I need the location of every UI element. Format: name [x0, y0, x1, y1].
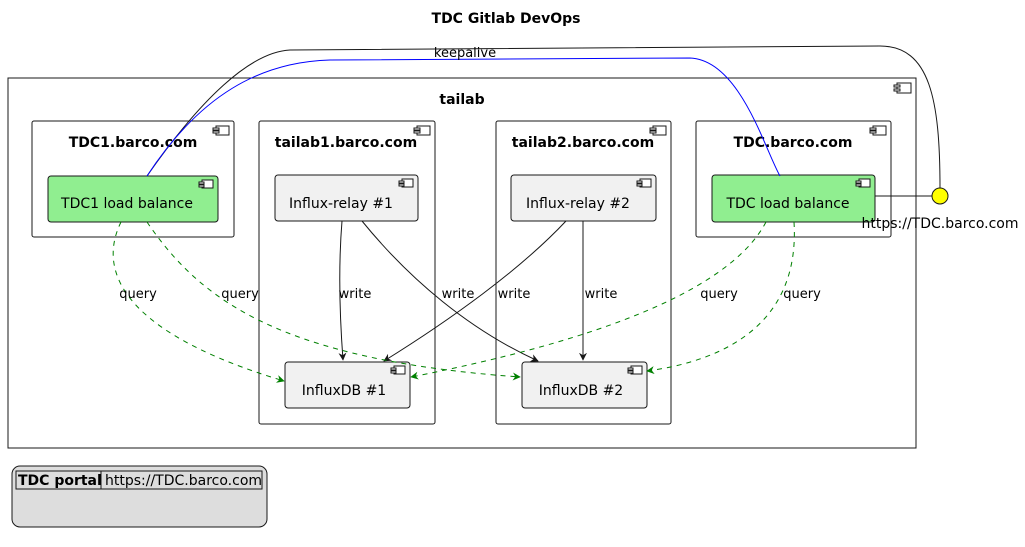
- component-label: Influx-relay #2: [526, 196, 630, 212]
- edge-label-keepalive: keepalive: [434, 46, 496, 61]
- component-tdc1-load-balance[interactable]: TDC1 load balance: [47, 175, 219, 223]
- edge-write-relay1-influx2: [361, 220, 539, 362]
- component-icon: [855, 178, 871, 188]
- interface-label: https://TDC.barco.com: [861, 216, 1018, 232]
- edge-label-query: query: [119, 287, 157, 302]
- legend-value: https://TDC.barco.com: [105, 473, 262, 489]
- component-tdc-load-balance[interactable]: TDC load balance: [711, 174, 876, 223]
- package-label: tailab: [439, 92, 484, 108]
- edge-query-tdc1-influx1: [112, 221, 285, 383]
- package-label: tailab1.barco.com: [275, 135, 417, 151]
- component-icon: [636, 178, 652, 188]
- edge-tdc1-to-interface: [146, 45, 941, 189]
- package-label: TDC.barco.com: [734, 135, 853, 151]
- component-influx-relay-2[interactable]: Influx-relay #2: [510, 174, 657, 222]
- legend-key: TDC portal: [18, 473, 102, 489]
- edge-label-query: query: [783, 287, 821, 302]
- edge-query-tdc-influx1: [410, 221, 767, 380]
- edge-keepalive: [146, 57, 781, 177]
- edge-label-write: write: [442, 287, 475, 302]
- component-icon: [869, 125, 887, 136]
- component-influx-relay-1[interactable]: Influx-relay #1: [274, 174, 419, 222]
- component-icon: [893, 82, 912, 94]
- component-label: InfluxDB #2: [539, 383, 623, 399]
- diagram-title: TDC Gitlab DevOps: [432, 11, 581, 27]
- edge-label-query: query: [700, 287, 738, 302]
- interface-tdc-portal[interactable]: https://TDC.barco.com: [861, 187, 1019, 232]
- component-label: InfluxDB #1: [302, 383, 386, 399]
- package-label: TDC1.barco.com: [69, 135, 198, 151]
- component-label: TDC1 load balance: [60, 196, 193, 212]
- edge-label-query: query: [221, 287, 259, 302]
- edge-write-relay2-influx1: [383, 220, 567, 362]
- component-label: TDC load balance: [725, 196, 849, 212]
- edge-label-write: write: [339, 287, 372, 302]
- component-influxdb-1[interactable]: InfluxDB #1: [284, 361, 411, 409]
- component-icon: [398, 178, 414, 188]
- component-icon: [649, 125, 667, 136]
- component-icon: [390, 365, 406, 375]
- edge-query-tdc-influx2: [646, 221, 795, 375]
- package-label: tailab2.barco.com: [512, 135, 654, 151]
- component-influxdb-2[interactable]: InfluxDB #2: [521, 361, 648, 409]
- edge-query-tdc1-influx2: [146, 221, 521, 381]
- edge-write-relay1-influx1: [338, 220, 347, 361]
- edge-label-write: write: [585, 287, 618, 302]
- component-icon: [627, 365, 643, 375]
- component-label: Influx-relay #1: [289, 196, 393, 212]
- component-icon: [413, 125, 431, 136]
- component-icon: [212, 125, 230, 136]
- edge-label-write: write: [498, 287, 531, 302]
- legend: TDC portal https://TDC.barco.com: [11, 465, 268, 528]
- component-icon: [198, 179, 214, 189]
